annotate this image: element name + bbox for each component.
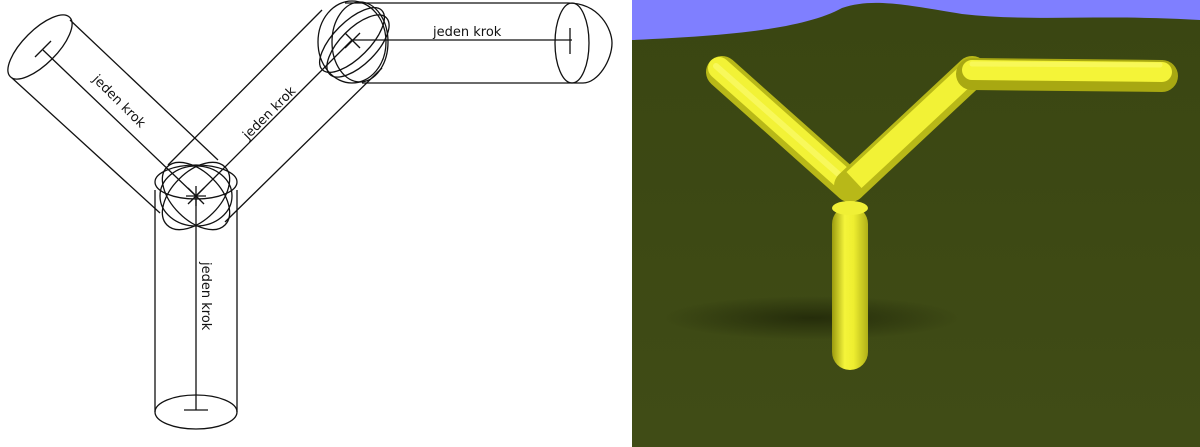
label-vertical-step: jeden krok	[198, 261, 213, 331]
wireframe-diagram: jeden krok jeden krok jeden krok jeden k…	[7, 0, 613, 430]
rendered-scene	[632, 0, 1200, 447]
vertical-cylinder	[154, 190, 238, 430]
wireframe-diagram-panel: jeden krok jeden krok jeden krok jeden k…	[7, 0, 613, 430]
horizontal-cylinder	[317, 0, 613, 84]
label-right-diagonal-step: jeden krok	[240, 84, 300, 144]
label-horizontal-step: jeden krok	[432, 25, 502, 40]
right-diagonal-cylinder	[167, 7, 390, 223]
left-diagonal-cylinder	[7, 14, 219, 214]
central-joint	[154, 161, 238, 231]
tube-shadow	[662, 296, 962, 340]
render-panel	[632, 0, 1200, 447]
yellow-tube-structure	[706, 56, 1178, 370]
